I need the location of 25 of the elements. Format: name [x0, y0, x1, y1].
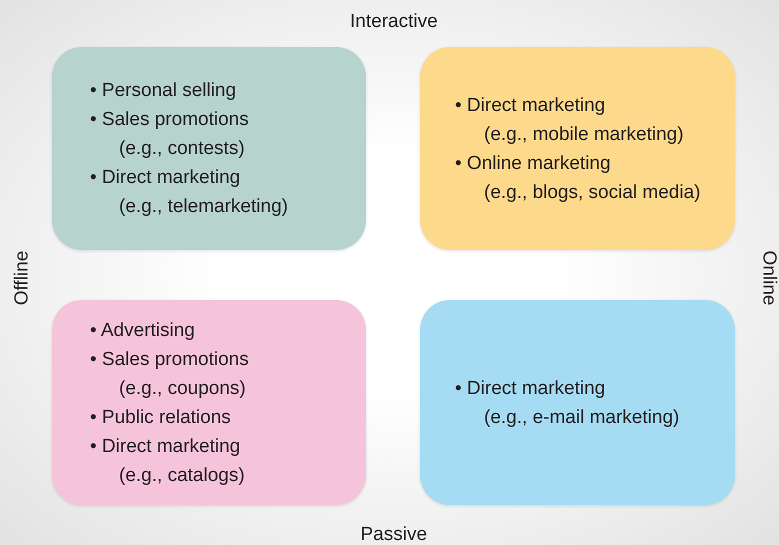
bullet-item: • Sales promotions [90, 108, 249, 132]
category-box [420, 300, 735, 505]
example-text: (e.g., catalogs) [119, 464, 245, 488]
category-box [420, 47, 735, 250]
bullet-item: • Direct marketing [90, 166, 240, 190]
category-box [52, 47, 366, 250]
axis-label: Passive [360, 524, 428, 545]
bullet-item: • Sales promotions [90, 348, 249, 372]
bullet-item: • Direct marketing [455, 376, 606, 400]
bullet-item: • Public relations [90, 406, 231, 430]
example-text: (e.g., blogs, social media) [484, 180, 700, 204]
axis-label: Interactive [350, 11, 438, 33]
bullet-item: • Personal selling [90, 79, 236, 103]
bullet-item: • Advertising [90, 318, 195, 342]
bullet-item: • Direct marketing [90, 434, 240, 458]
bullet-item: • Direct marketing [455, 94, 606, 118]
example-text: (e.g., telemarketing) [119, 195, 288, 219]
category-box [52, 300, 366, 505]
example-text: (e.g., e-mail marketing) [484, 406, 680, 430]
example-text: (e.g., mobile marketing) [484, 122, 684, 146]
bullet-item: • Online marketing [455, 152, 611, 176]
axis-label: Online [756, 250, 779, 306]
example-text: (e.g., coupons) [119, 376, 246, 400]
axis-label: Offline [10, 250, 33, 306]
example-text: (e.g., contests) [119, 137, 245, 161]
